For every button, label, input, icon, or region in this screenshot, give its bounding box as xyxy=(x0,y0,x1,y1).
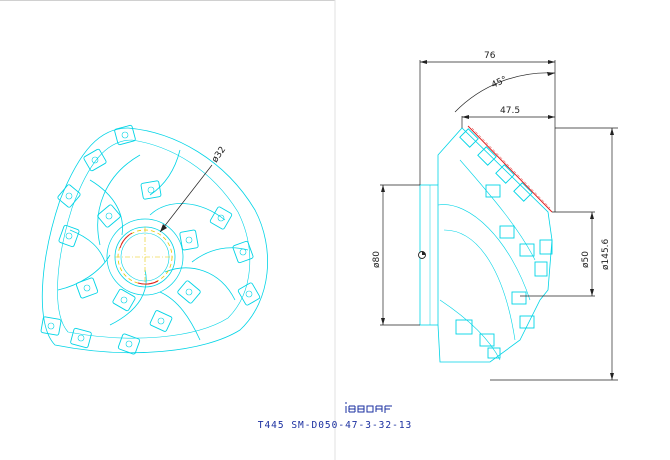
offset-dim: 47.5 xyxy=(500,106,520,116)
angle-dim: 45° xyxy=(490,75,509,91)
small-dia-dim: ø50 xyxy=(581,251,591,268)
outer-dia-dim: ø145.6 xyxy=(601,238,611,270)
bore-dim: ø32 xyxy=(210,145,228,165)
bore-leader xyxy=(159,164,213,233)
side-dimensions xyxy=(380,60,618,381)
overall-length-dim: 76 xyxy=(484,51,496,61)
cutting-edge xyxy=(467,125,553,213)
shank-dim: ø80 xyxy=(372,251,382,268)
hub-accent xyxy=(115,227,175,287)
side-view xyxy=(419,127,553,363)
iscar-logo xyxy=(345,402,392,413)
part-number-caption: T445 SM-D050-47-3-32-13 xyxy=(257,420,413,431)
front-view xyxy=(40,124,268,355)
